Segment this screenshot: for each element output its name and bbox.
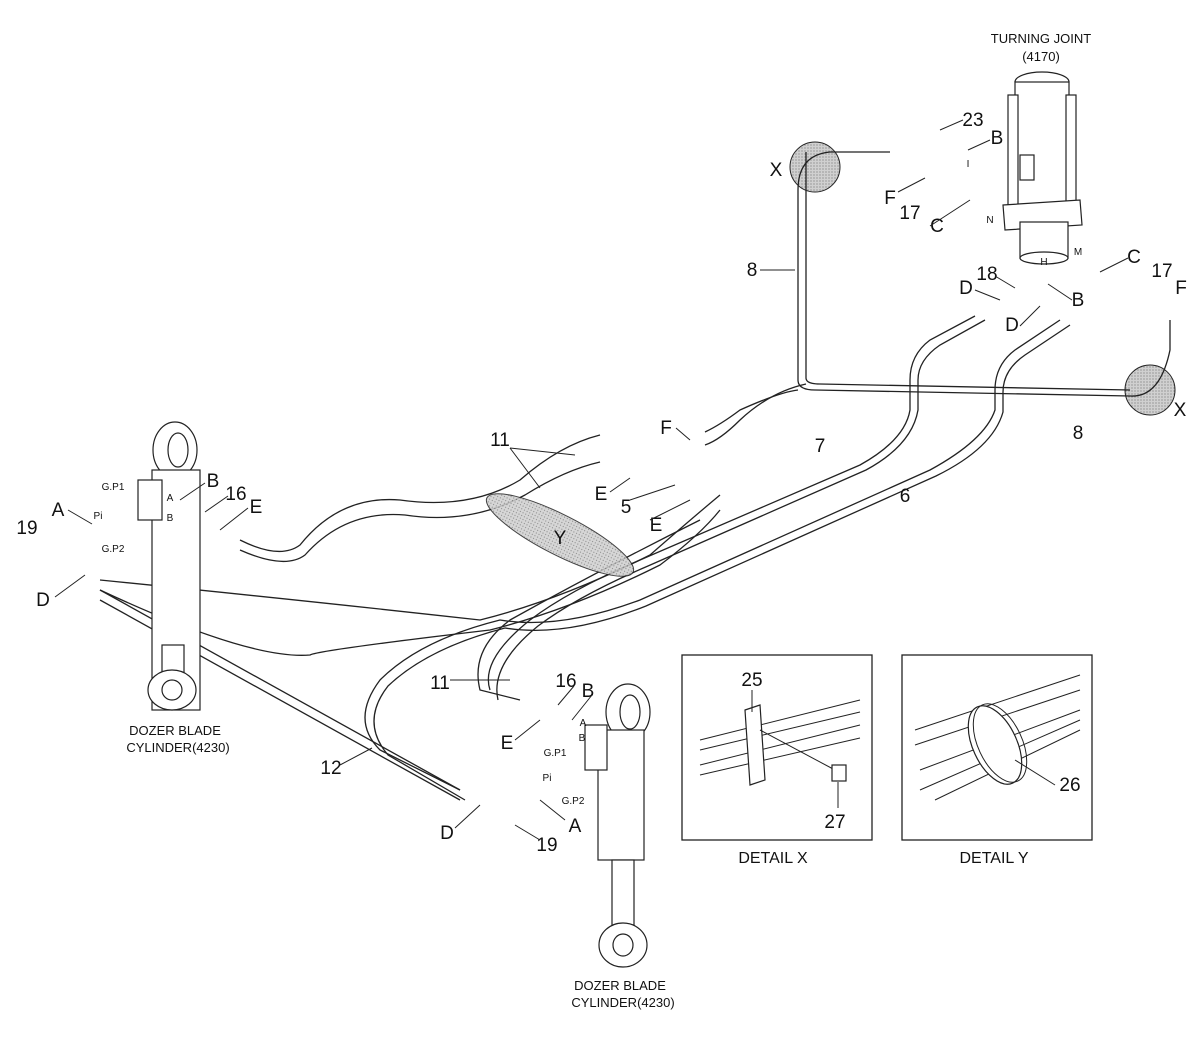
detail-x-marker-top [789, 141, 841, 193]
port-label: I [967, 159, 970, 170]
callout: B [207, 471, 220, 492]
port-label: G.P1 [544, 748, 567, 759]
port-labels: G.P1 Pi G.P2 A B G.P1 Pi G.P2 A B I N M … [94, 159, 1083, 807]
callout: E [250, 497, 263, 518]
port-label: G.P2 [102, 544, 125, 555]
callout: D [440, 823, 454, 844]
callout: 8 [747, 260, 758, 281]
callout: F [660, 418, 672, 439]
port-label: G.P2 [562, 796, 585, 807]
callout: C [1127, 247, 1141, 268]
turning-joint-title: TURNING JOINT [991, 31, 1091, 46]
callout: B [1072, 290, 1085, 311]
callout: F [884, 188, 896, 209]
port-label: Pi [543, 773, 552, 784]
callout: 6 [900, 486, 911, 507]
bottom-cylinder-code: CYLINDER(4230) [571, 995, 674, 1010]
detail-y-title: DETAIL Y [959, 850, 1028, 867]
callout: 23 [962, 110, 983, 131]
port-label: Pi [94, 511, 103, 522]
callout: A [569, 816, 582, 837]
callout: 7 [815, 436, 826, 457]
bottom-cylinder-name: DOZER BLADE [574, 978, 666, 993]
callout: 17 [899, 203, 920, 224]
callout: 8 [1073, 423, 1084, 444]
detail-y-box [901, 654, 1093, 841]
port-label: B [579, 733, 586, 744]
port-label: M [1074, 247, 1082, 258]
callout: 17 [1151, 261, 1172, 282]
callout: 5 [621, 497, 632, 518]
callout: F [1175, 278, 1187, 299]
port-label: A [580, 718, 587, 729]
left-cylinder-code: CYLINDER(4230) [126, 740, 229, 755]
callout: C [930, 216, 944, 237]
callout-25: 25 [741, 670, 762, 691]
callout: B [991, 128, 1004, 149]
callout: X [1174, 400, 1187, 421]
callouts: 23 B X F 17 C 8 18 D B D C 17 F X 8 11 F… [16, 110, 1186, 856]
callout: D [1005, 315, 1019, 336]
callout: 16 [555, 671, 576, 692]
port-label: G.P1 [102, 482, 125, 493]
callout: D [36, 590, 50, 611]
hoses [99, 151, 1171, 801]
callout: B [582, 681, 595, 702]
callout: 11 [490, 430, 510, 451]
port-label: H [1040, 257, 1047, 268]
leader-lines [54, 119, 1129, 841]
turning-joint-code: (4170) [1022, 49, 1060, 64]
callout: 12 [320, 758, 341, 779]
callout: 19 [536, 835, 557, 856]
callout-27: 27 [824, 812, 845, 833]
callout: Y [554, 528, 567, 549]
dozer-cylinder-left [137, 421, 201, 711]
callout: D [959, 278, 973, 299]
detail-x-box [681, 654, 873, 841]
detail-x-title: DETAIL X [738, 850, 808, 867]
callout: 16 [225, 484, 246, 505]
dozer-cylinder-bottom [584, 683, 651, 968]
port-label: B [167, 513, 174, 524]
callout: E [595, 484, 608, 505]
callout: X [770, 160, 783, 181]
left-cylinder-name: DOZER BLADE [129, 723, 221, 738]
callout: E [501, 733, 514, 754]
callout: 19 [16, 518, 37, 539]
turning-joint [1002, 71, 1083, 265]
callout-26: 26 [1059, 775, 1080, 796]
detail-y-marker [485, 493, 635, 577]
port-label: N [986, 215, 993, 226]
callout: A [52, 500, 65, 521]
callout: E [650, 515, 663, 536]
port-label: A [167, 493, 174, 504]
callout: 11 [430, 673, 450, 694]
callout: 18 [976, 264, 997, 285]
